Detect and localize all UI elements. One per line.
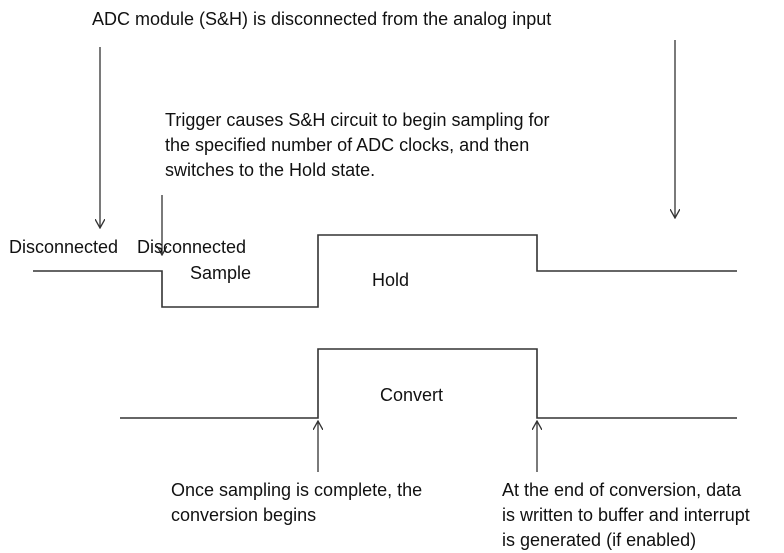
end-conversion-note-line-2: is written to buffer and interrupt <box>502 505 750 525</box>
convert-waveform <box>120 348 737 419</box>
conversion-begins-note-line-2: conversion begins <box>171 505 317 525</box>
state-label-convert: Convert <box>380 385 444 405</box>
conversion-begins-note-line-1: Once sampling is complete, the <box>171 480 423 500</box>
trigger-note-line-1: Trigger causes S&H circuit to begin samp… <box>165 110 550 130</box>
trigger-note-line-3: switches to the Hold state. <box>165 160 376 180</box>
state-label-disconnected-2: Disconnected <box>137 237 247 257</box>
sh-state-waveform <box>33 234 737 308</box>
state-label-sample: Sample <box>190 263 252 283</box>
end-conversion-note-line-1: At the end of conversion, data <box>502 480 742 500</box>
top-note: ADC module (S&H) is disconnected from th… <box>92 9 552 29</box>
end-conversion-note-line-3: is generated (if enabled) <box>502 530 697 550</box>
state-label-hold: Hold <box>372 270 410 290</box>
trigger-note-line-2: the specified number of ADC clocks, and … <box>165 135 530 155</box>
state-label-disconnected-1: Disconnected <box>9 237 119 257</box>
